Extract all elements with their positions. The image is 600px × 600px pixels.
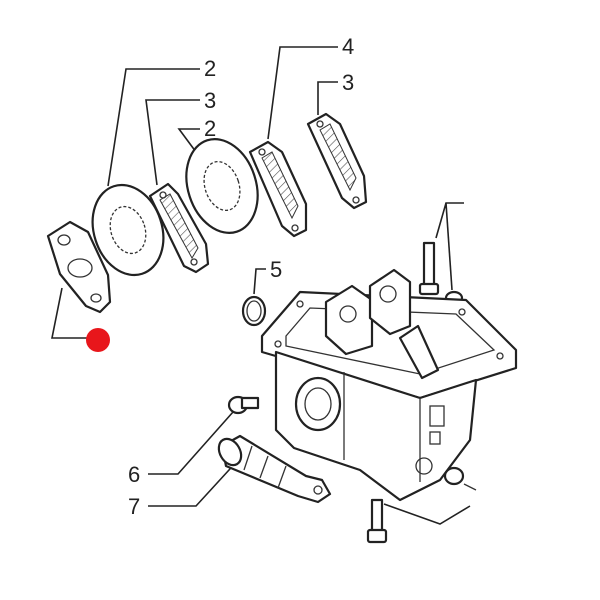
o-ring <box>241 295 267 327</box>
label-7: 7 <box>128 494 140 519</box>
brake-housing <box>260 268 518 502</box>
label-4: 4 <box>342 34 354 59</box>
part-labels: 2 3 2 4 3 5 6 7 <box>128 34 354 519</box>
marker-dot <box>86 328 110 352</box>
brake-pad-1 <box>148 182 210 274</box>
label-3-right: 3 <box>342 70 354 95</box>
bottom-nut <box>443 466 477 491</box>
label-5: 5 <box>270 257 282 282</box>
brake-pad-2 <box>248 140 308 238</box>
brake-pad-3 <box>306 112 368 210</box>
bolt-vertical <box>418 241 440 296</box>
gasket-plate <box>46 220 112 314</box>
actuator-shaft <box>217 434 332 504</box>
label-3-top: 3 <box>204 88 216 113</box>
small-bolt <box>227 395 260 415</box>
leader-lines <box>51 46 471 525</box>
bolt-bottom <box>366 498 388 544</box>
label-6: 6 <box>128 462 140 487</box>
friction-disc-2 <box>185 138 259 234</box>
label-2-second: 2 <box>204 116 216 141</box>
label-2-top: 2 <box>204 56 216 81</box>
